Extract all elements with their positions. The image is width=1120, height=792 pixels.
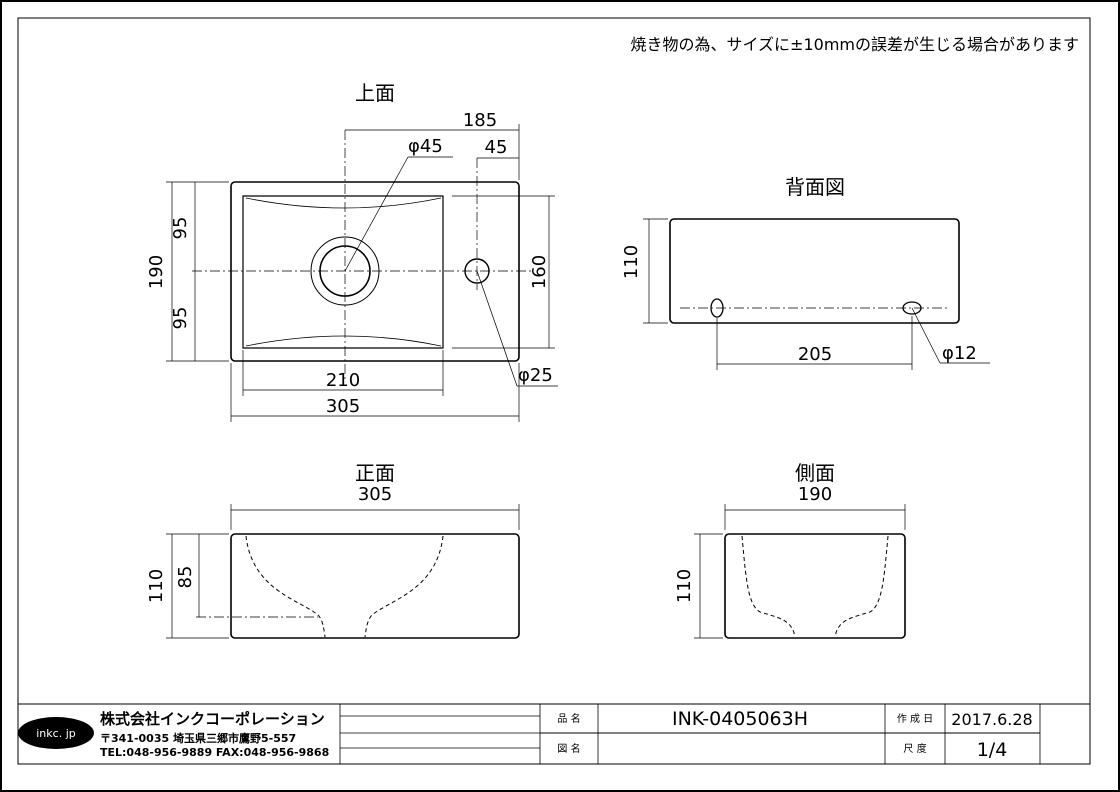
inner-frame [17, 17, 1091, 765]
company-logo [18, 717, 94, 749]
leader-phi45 [344, 156, 409, 272]
company-address: 〒341-0035 埼玉県三郷市鷹野5-557 [100, 731, 296, 745]
side-view: 側面 190 110 [674, 461, 906, 639]
top-outline [230, 181, 520, 362]
dim-phi25: φ25 [518, 365, 553, 386]
bowl-top-curve [245, 197, 442, 209]
dim-185: 185 [463, 110, 497, 131]
top-view: 上面 185 45 φ45 190 95 95 [146, 81, 558, 422]
front-view: 正面 305 110 85 [146, 461, 520, 639]
top-view-title: 上面 [355, 81, 395, 105]
date-value: 2017.6.28 [951, 710, 1032, 729]
product-name-label: 品 名 [557, 712, 580, 725]
side-bowl-hidden [741, 535, 889, 638]
bowl-outline [242, 195, 444, 349]
dim-back-110: 110 [621, 245, 642, 279]
title-block: inkc. jp 株式会社インクコーポレーション 〒341-0035 埼玉県三郷… [18, 703, 1090, 764]
dim-190: 190 [146, 255, 167, 289]
scale-value: 1/4 [977, 739, 1008, 761]
dim-front-110: 110 [146, 569, 167, 603]
front-bowl-hidden [245, 535, 444, 638]
back-view: 背面図 110 205 φ12 [621, 175, 990, 370]
dim-phi45: φ45 [408, 136, 443, 157]
scale-label: 尺 度 [903, 742, 926, 755]
company-contact: TEL:048-956-9889 FAX:048-956-9868 [100, 746, 329, 759]
dim-85: 85 [175, 566, 196, 589]
leader-phi25 [476, 270, 518, 387]
bowl-bottom-curve [245, 335, 442, 347]
product-name-value: INK-0405063H [672, 708, 808, 730]
dim-305: 305 [326, 396, 360, 417]
back-hole-right [902, 301, 922, 315]
side-view-title: 側面 [795, 461, 835, 485]
back-hole-left [710, 298, 724, 318]
leader-phi12 [911, 307, 941, 364]
tolerance-note: 焼き物の為、サイズに±10mmの誤差が生じる場合があります [631, 35, 1079, 54]
company-name: 株式会社インクコーポレーション [100, 710, 325, 728]
back-outline [669, 218, 960, 324]
side-outline [724, 533, 906, 639]
back-view-title: 背面図 [785, 175, 845, 199]
dim-95-upper: 95 [170, 217, 191, 240]
dim-210: 210 [326, 370, 360, 391]
dim-side-110: 110 [674, 569, 695, 603]
dim-160: 160 [529, 255, 550, 289]
drawing-name-label: 図 名 [557, 742, 580, 755]
dim-95-lower: 95 [170, 307, 191, 330]
front-outline [230, 533, 520, 639]
dim-side-190: 190 [798, 484, 832, 505]
dim-front-305: 305 [358, 484, 392, 505]
dim-phi12: φ12 [942, 343, 977, 364]
dim-45: 45 [485, 137, 508, 158]
company-logo-text: inkc. jp [36, 727, 75, 740]
front-view-title: 正面 [355, 461, 395, 485]
dim-205: 205 [798, 344, 832, 365]
date-label: 作 成 日 [897, 713, 933, 725]
